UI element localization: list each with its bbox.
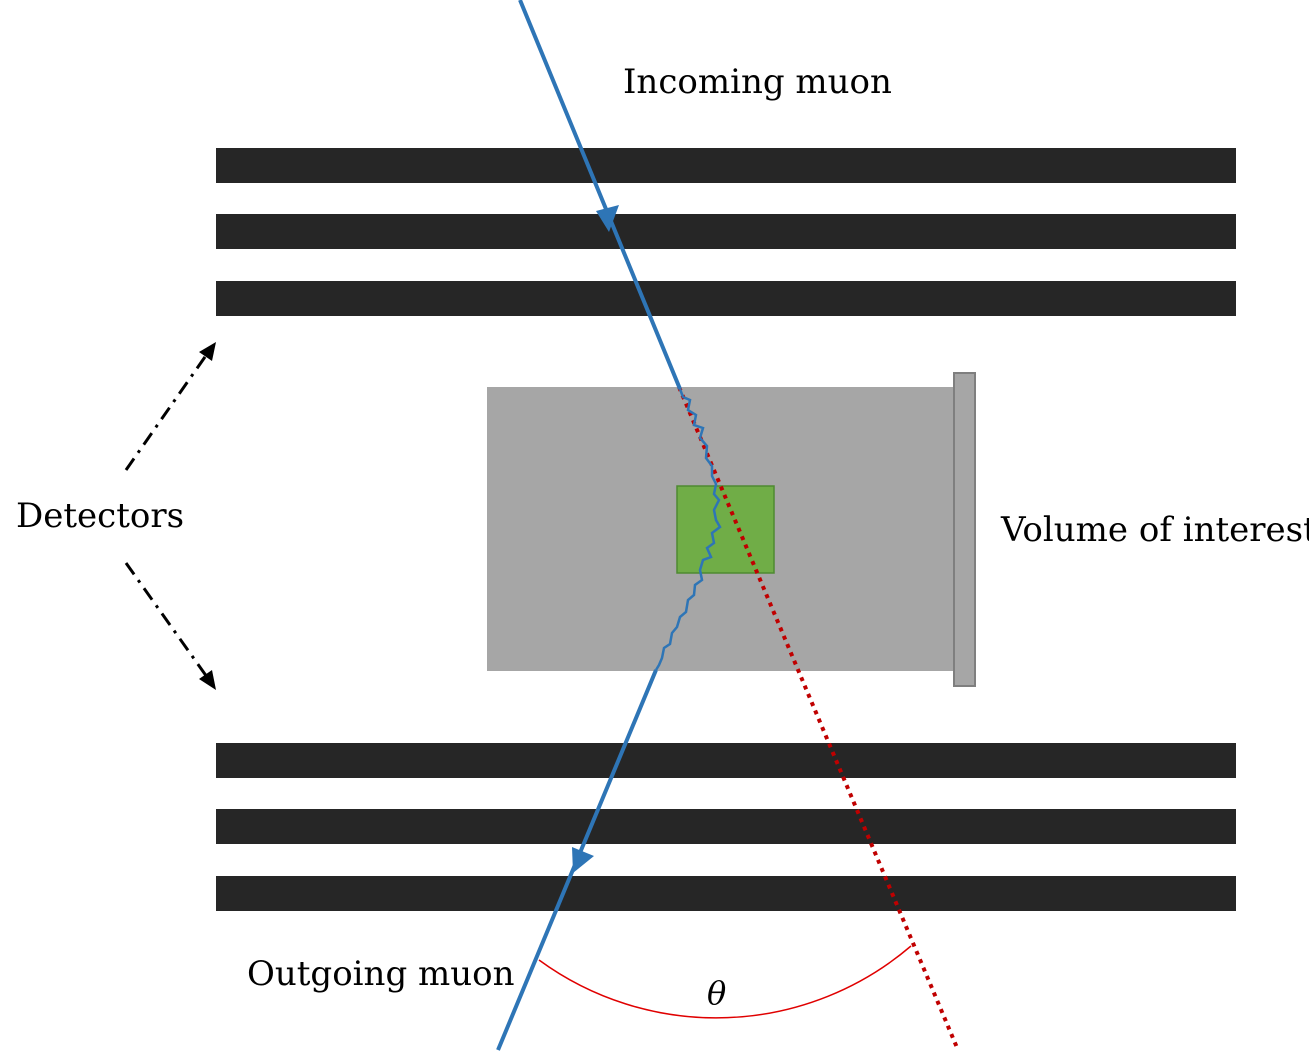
theta-arc xyxy=(538,945,912,1019)
theta-label: θ xyxy=(707,974,726,1012)
volume-of-interest-label: Volume of interest xyxy=(1000,510,1309,550)
extrapolated-path xyxy=(677,386,960,1051)
detector-plane-4 xyxy=(216,743,1236,778)
upper-detectors xyxy=(216,148,1236,316)
incoming-muon-label: Incoming muon xyxy=(623,62,892,102)
volume-end-plate xyxy=(953,372,976,687)
lower-detectors xyxy=(216,743,1236,911)
detector-plane-6 xyxy=(216,876,1236,911)
detector-plane-2 xyxy=(216,214,1236,249)
detectors-label: Detectors xyxy=(16,496,184,536)
incoming-track xyxy=(518,0,682,390)
detector-plane-3 xyxy=(216,281,1236,316)
detector-plane-5 xyxy=(216,809,1236,844)
pointer-up xyxy=(124,353,209,471)
target-object xyxy=(676,485,775,574)
pointer-down xyxy=(124,562,209,678)
arrowhead-icon xyxy=(572,847,594,873)
detector-plane-1 xyxy=(216,148,1236,183)
detectors-pointers xyxy=(124,342,216,690)
arrowhead-icon xyxy=(199,670,216,690)
arrowhead-icon xyxy=(596,205,619,232)
outgoing-muon-label: Outgoing muon xyxy=(247,954,515,994)
scattering-path xyxy=(654,388,722,671)
arrowhead-icon xyxy=(199,342,216,361)
